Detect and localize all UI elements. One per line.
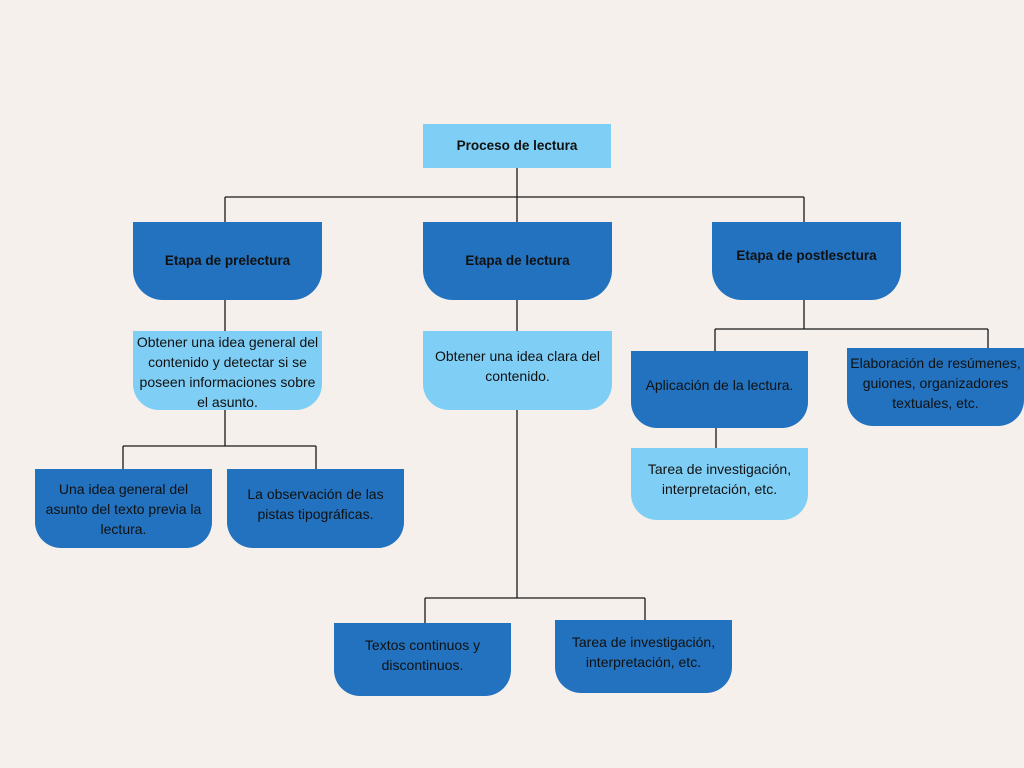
stage-prelectura: Etapa de prelectura: [133, 222, 322, 300]
root-node: Proceso de lectura: [423, 124, 611, 168]
prelectura-child: Una idea general del asunto del texto pr…: [35, 469, 212, 548]
lectura-child: Textos continuos y discontinuos.: [334, 623, 511, 696]
lectura-goal: Obtener una idea clara del contenido.: [423, 331, 612, 410]
stage-lectura: Etapa de lectura: [423, 222, 612, 300]
postlectura-child: Elaboración de resúmenes, guiones, organ…: [847, 348, 1024, 426]
lectura-child: Tarea de investigación, interpretación, …: [555, 620, 732, 693]
prelectura-child: La observación de las pistas tipográfica…: [227, 469, 404, 548]
stage-postlectura: Etapa de postlesctura: [712, 222, 901, 300]
prelectura-goal: Obtener una idea general del contenido y…: [133, 331, 322, 410]
postlectura-grandchild: Tarea de investigación, interpretación, …: [631, 448, 808, 520]
postlectura-child: Aplicación de la lectura.: [631, 351, 808, 428]
